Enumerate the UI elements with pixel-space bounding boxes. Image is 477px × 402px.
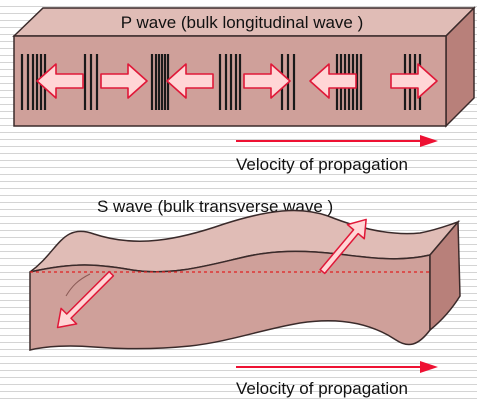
s-velocity-arrow <box>236 361 438 373</box>
right-arrow-icon <box>100 63 148 99</box>
s-block-front-face <box>29 250 431 351</box>
right-arrow-icon <box>243 63 291 99</box>
p-wave-block <box>12 6 476 128</box>
s-block-side-face <box>429 220 461 332</box>
s-wave-arrow-left <box>56 270 115 329</box>
left-arrow-icon <box>309 63 357 99</box>
compression-lines <box>20 54 422 110</box>
s-wave-arrow-right <box>319 218 367 275</box>
p-wave-title: P wave (bulk longitudinal wave ) <box>121 13 364 32</box>
left-arrow-icon <box>166 63 214 99</box>
right-arrow-icon <box>390 63 438 99</box>
p-velocity-arrow <box>236 135 438 147</box>
p-velocity-label: Velocity of propagation <box>236 155 408 174</box>
left-arrow-icon <box>36 63 84 99</box>
s-wave-block <box>29 209 461 351</box>
particle-motion-arrows <box>36 63 438 99</box>
s-velocity-label: Velocity of propagation <box>236 379 408 398</box>
